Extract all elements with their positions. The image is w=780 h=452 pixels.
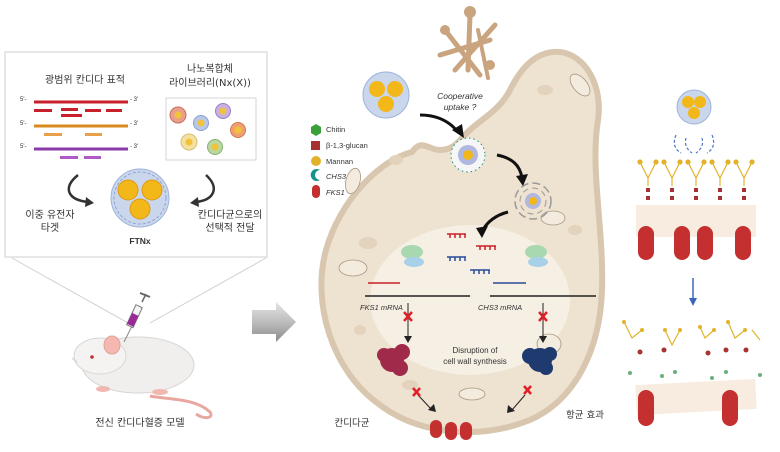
fks1-capsules-intact xyxy=(638,226,751,260)
process-arrow-icon xyxy=(252,302,296,342)
uptake-label-line2: uptake ? xyxy=(443,102,477,112)
legend-label-chitin: Chitin xyxy=(326,125,346,134)
fks1-mrna-label: FKS1 mRNA xyxy=(360,303,403,312)
projection-line-left xyxy=(11,257,129,324)
library-title-line2: 라이브러리(Nx(X)) xyxy=(169,78,251,89)
disruption-label-line1: Disruption of xyxy=(452,346,498,355)
strand-purple-3prime: - 3' xyxy=(130,144,139,150)
mannan-chains xyxy=(637,159,755,186)
legend-icons xyxy=(310,124,321,198)
strand-purple-group xyxy=(34,147,128,159)
crescent-icon xyxy=(310,169,320,181)
curved-arrow-right-head xyxy=(190,197,199,207)
releasing-nanocomplex xyxy=(514,182,552,220)
vacuoles xyxy=(354,85,582,390)
disrupted-cell-wall xyxy=(622,320,762,426)
transition-arrow-icon xyxy=(689,278,697,306)
disruption-label-line2: cell wall synthesis xyxy=(443,357,507,366)
fks1-protein xyxy=(377,344,410,376)
strand-orange-3prime: - 3' xyxy=(130,121,139,127)
strand-red-5prime: 5'- xyxy=(20,97,27,103)
legend-label-glucan: β-1,3-glucan xyxy=(326,141,368,150)
strand-orange-5prime: 5'- xyxy=(20,121,27,127)
intact-cell-wall xyxy=(636,159,757,260)
syringe-icon xyxy=(123,292,151,343)
mouse-illustration xyxy=(71,335,213,420)
projection-line-right xyxy=(149,257,267,324)
sirna-strands xyxy=(447,233,496,274)
hyphae-illustration xyxy=(437,6,498,80)
target-title: 광범위 칸디다 표적 xyxy=(45,75,125,86)
ftnx-label: FTNx xyxy=(129,236,151,246)
inhibition-arrow-heads xyxy=(404,336,547,413)
legend-label-mannan: Mannan xyxy=(326,157,354,166)
selective-delivery-line2: 선택적 전달 xyxy=(205,223,255,234)
legend-label-fks1: FKS1 xyxy=(326,188,345,197)
library-nanoparticles xyxy=(169,103,246,155)
mouse-caption: 전신 칸디다혈증 모델 xyxy=(95,418,185,429)
inhibition-arrows xyxy=(407,303,544,411)
strand-red-group xyxy=(34,100,128,117)
uptake-label-line1: Cooperative xyxy=(437,91,483,101)
candida-label: 칸디다균 xyxy=(334,418,370,429)
curved-arrow-right xyxy=(195,174,215,204)
endocytosed-nanocomplex xyxy=(450,137,486,173)
selective-delivery-line1: 칸디다균으로의 xyxy=(197,210,263,221)
mitochondria xyxy=(338,73,591,401)
strand-orange-group xyxy=(34,124,128,136)
curved-arrow-left-head xyxy=(85,197,94,207)
chs3-mrna-strand xyxy=(490,282,596,297)
chs3-mrna-label: CHS3 mRNA xyxy=(478,303,523,312)
ribosome-left xyxy=(401,245,424,267)
incoming-nanocomplex xyxy=(362,71,410,119)
capsule-icon xyxy=(312,185,320,198)
dual-target-line2: 타겟 xyxy=(40,223,60,234)
ftnx-nanocomplex xyxy=(110,168,170,228)
legend-label-chs3: CHS3 xyxy=(326,172,347,181)
ribosome-right xyxy=(525,245,548,267)
fks1-membrane-capsules xyxy=(430,420,472,440)
square-icon xyxy=(311,141,320,150)
chs3-protein xyxy=(522,347,557,375)
library-title-line1: 나노복합체 xyxy=(187,64,233,75)
uptake-arrow-heads xyxy=(452,124,528,238)
strand-purple-5prime: 5'- xyxy=(20,144,27,150)
hexagon-icon xyxy=(311,124,321,136)
strand-red-3prime: - 3' xyxy=(130,97,139,103)
curved-arrow-left xyxy=(67,174,89,204)
dual-target-line1: 이중 유전자 xyxy=(25,210,75,221)
antifungal-effect-label: 항균 효과 xyxy=(566,410,604,421)
glucan-units xyxy=(646,188,746,200)
wall-nanocomplex xyxy=(673,89,715,154)
circle-icon xyxy=(311,156,321,166)
fks1-mrna-strand xyxy=(365,282,470,297)
inhibit-x-marks xyxy=(403,311,548,397)
